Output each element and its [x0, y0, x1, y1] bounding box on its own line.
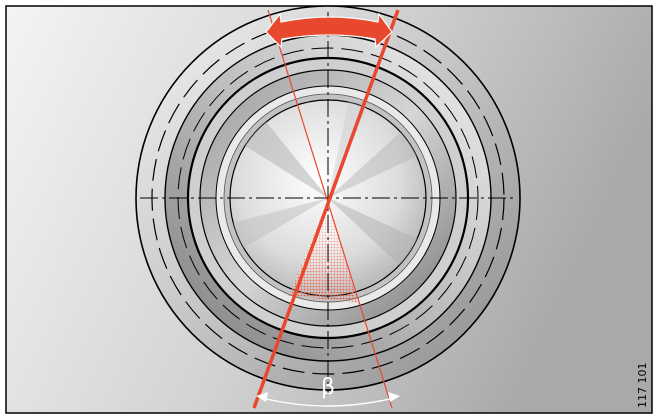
- rotation-arrow-shape: [265, 12, 393, 49]
- tilted-axis-line: [252, 9, 400, 409]
- tilt-axis-lines: [252, 9, 400, 409]
- figure-number: 117 101: [636, 363, 649, 409]
- tilt-sector: [289, 198, 357, 302]
- angle-arc: β: [256, 375, 400, 407]
- rotation-arrow: [265, 12, 393, 49]
- angle-beta-label: β: [321, 375, 335, 400]
- reference-axis-line: [267, 9, 393, 409]
